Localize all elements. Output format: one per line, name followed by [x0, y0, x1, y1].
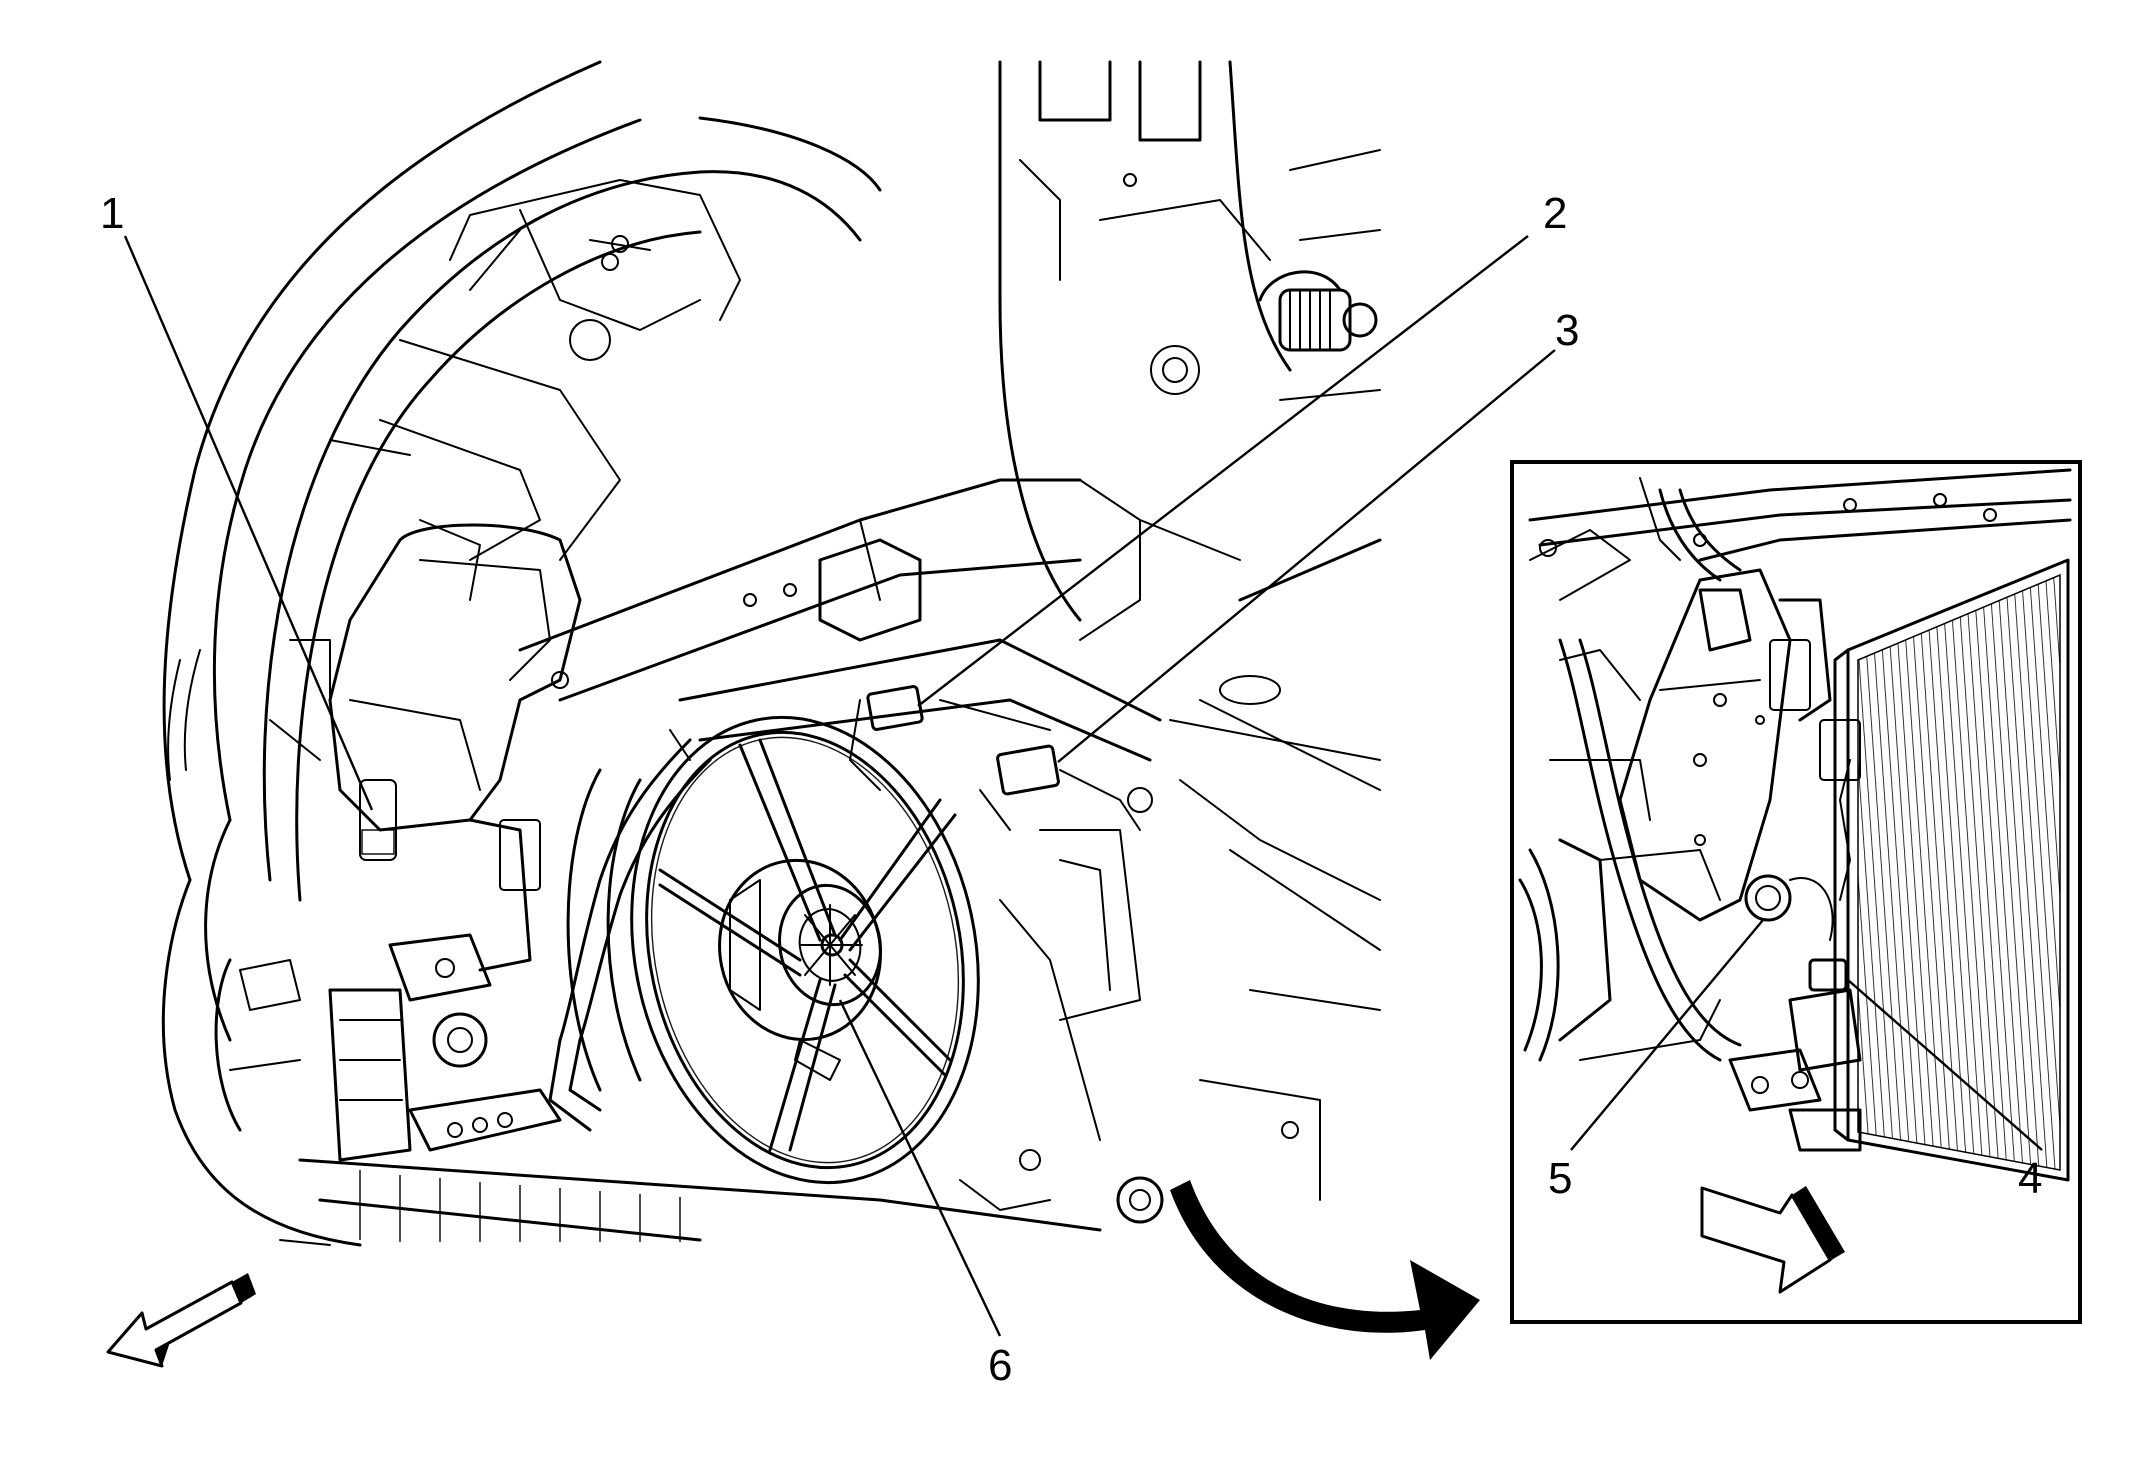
callout-6: 6 — [988, 1341, 1012, 1390]
callout-5: 5 — [1548, 1154, 1572, 1203]
front-direction-arrow — [106, 1273, 256, 1368]
leader-1 — [123, 235, 374, 811]
leader-lines — [123, 235, 2043, 1337]
callout-3: 3 — [1555, 306, 1579, 355]
leader-2 — [917, 235, 1529, 707]
inset-tie-bar — [1528, 468, 2072, 601]
callout-4: 4 — [2018, 1154, 2042, 1203]
body-floor — [1019, 538, 1382, 1224]
condenser-core — [1833, 558, 2070, 1182]
frame-rail — [518, 478, 1241, 702]
cooling-fan-assembly — [566, 715, 980, 1185]
inset-hose — [1558, 488, 1742, 1062]
inset-direction-arrow — [1700, 1186, 1845, 1294]
callout-1: 1 — [100, 189, 124, 238]
callout-labels: 1 2 3 4 5 6 — [100, 189, 2042, 1390]
zoom-arrow — [1170, 1180, 1480, 1360]
inset-bracket — [1518, 568, 1832, 1062]
leader-3 — [1057, 349, 1556, 763]
callout-2: 2 — [1543, 189, 1567, 238]
main-view — [106, 60, 1480, 1368]
front-grille — [279, 1158, 1102, 1246]
connector-3 — [979, 744, 1153, 831]
strut-spring — [1278, 288, 1378, 352]
inset-detail-view — [1510, 460, 2082, 1324]
strut-tower-panel — [998, 60, 1381, 622]
leader-5 — [1570, 919, 1764, 1151]
sensor-5 — [1744, 874, 1834, 941]
leader-6 — [838, 999, 1002, 1337]
fender-outline — [161, 60, 882, 1247]
reservoir-bottle — [269, 523, 582, 861]
leader-4 — [1847, 979, 2043, 1151]
wheel-well — [262, 170, 862, 902]
ac-line — [548, 738, 712, 1132]
radiator-support — [678, 638, 1162, 1141]
lower-bracket — [214, 818, 562, 1162]
fan-motor — [718, 858, 882, 1081]
sensor-4 — [1728, 719, 1862, 1152]
